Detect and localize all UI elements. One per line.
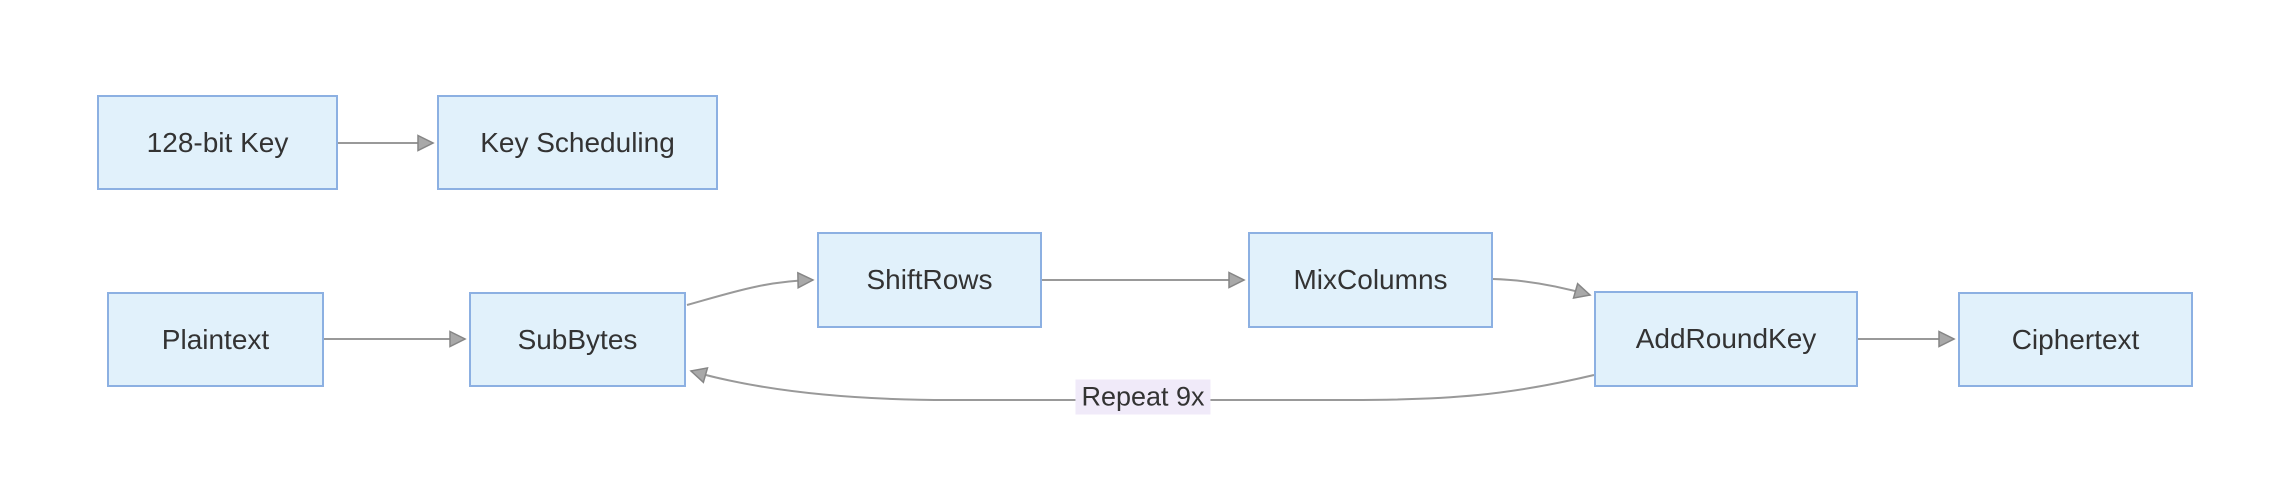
node-key-scheduling: Key Scheduling: [437, 95, 718, 190]
node-ciphertext-label: Ciphertext: [2011, 323, 2140, 355]
node-shiftrows: ShiftRows: [817, 232, 1042, 328]
node-128-bit-key-label: 128-bit Key: [146, 126, 289, 158]
edge-label-repeat-9x: Repeat 9x: [1075, 379, 1211, 415]
edge-addroundkey-to-subbytes-loop: [691, 371, 1595, 401]
node-addroundkey: AddRoundKey: [1594, 291, 1858, 387]
node-shiftrows-label: ShiftRows: [866, 264, 993, 295]
node-ciphertext: Ciphertext: [1958, 292, 2193, 387]
edge-subbytes-to-shiftrows: [686, 280, 813, 306]
node-plaintext-label: Plaintext: [161, 323, 270, 355]
node-subbytes-label: SubBytes: [517, 323, 638, 355]
node-128-bit-key: 128-bit Key: [97, 95, 338, 190]
node-mixcolumns: MixColumns: [1248, 232, 1493, 328]
node-addroundkey-label: AddRoundKey: [1635, 323, 1817, 354]
node-mixcolumns-label: MixColumns: [1293, 264, 1448, 295]
node-plaintext: Plaintext: [107, 292, 324, 387]
node-key-scheduling-label: Key Scheduling: [480, 126, 675, 158]
node-subbytes: SubBytes: [469, 292, 686, 387]
edge-mixcolumns-to-addroundkey: [1492, 278, 1590, 295]
